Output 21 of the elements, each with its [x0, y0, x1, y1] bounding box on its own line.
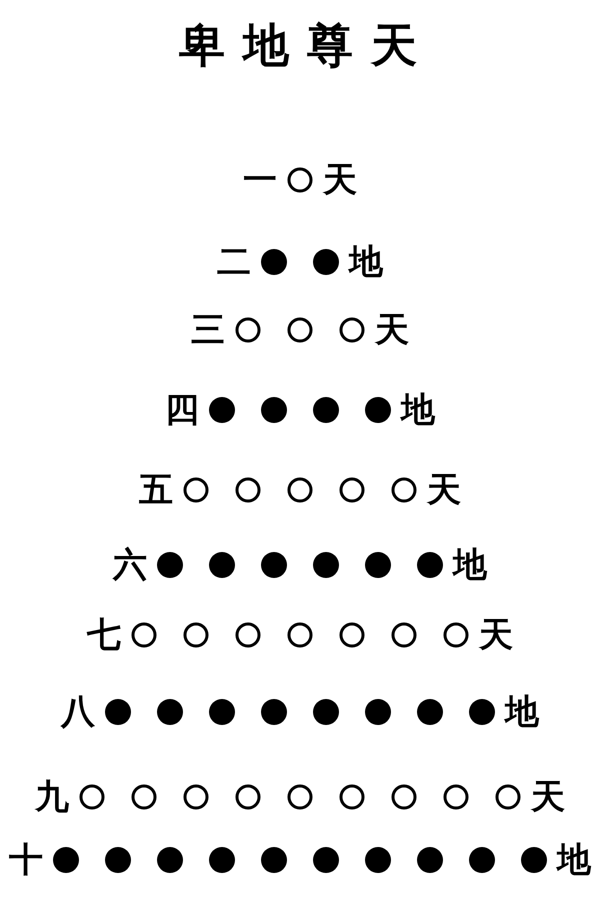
row-label: 地	[401, 393, 435, 427]
title: 卑地尊天	[178, 22, 436, 68]
row-number: 六	[113, 548, 147, 582]
row-number: 九	[35, 780, 69, 814]
row-number: 三	[191, 313, 225, 347]
row-number: 四	[165, 393, 199, 427]
row-number: 八	[61, 695, 95, 729]
row-number: 七	[87, 618, 121, 652]
row-label: 天	[375, 313, 409, 347]
row-label: 天	[531, 780, 565, 814]
row-number: 十	[9, 843, 43, 877]
row-number: 二	[217, 245, 251, 279]
row-label: 地	[453, 548, 487, 582]
row-label: 地	[349, 245, 383, 279]
row-label: 天	[323, 163, 357, 197]
row-number: 一	[243, 163, 277, 197]
row-label: 天	[427, 473, 461, 507]
row-label: 天	[479, 618, 513, 652]
row-label: 地	[505, 695, 539, 729]
row-number: 五	[139, 473, 173, 507]
row-label: 地	[557, 843, 591, 877]
